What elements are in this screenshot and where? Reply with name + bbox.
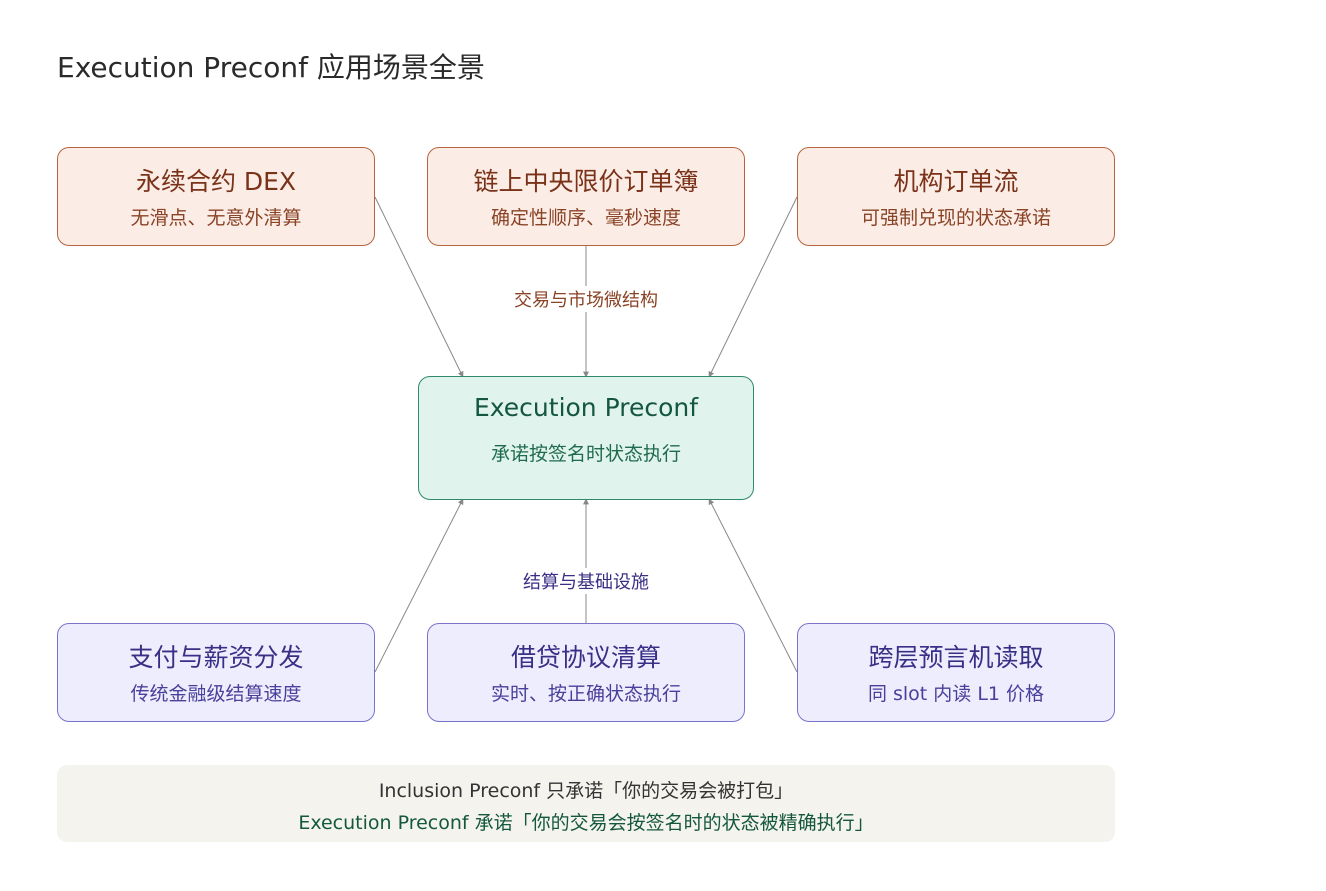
node-onchain-clob: 链上中央限价订单簿 确定性顺序、毫秒速度 bbox=[427, 147, 745, 246]
node-lending-liquidation: 借贷协议清算 实时、按正确状态执行 bbox=[427, 623, 745, 722]
group-label-settlement: 结算与基础设施 bbox=[521, 568, 651, 594]
node-title: 机构订单流 bbox=[893, 167, 1019, 196]
node-subtitle: 确定性顺序、毫秒速度 bbox=[490, 207, 681, 229]
node-subtitle: 可强制兑现的状态承诺 bbox=[860, 207, 1051, 229]
node-subtitle: 无滑点、无意外清算 bbox=[130, 207, 302, 229]
node-institutional-flow: 机构订单流 可强制兑现的状态承诺 bbox=[797, 147, 1115, 246]
group-label-trading: 交易与市场微结构 bbox=[512, 286, 660, 312]
center-subtitle: 承诺按签名时状态执行 bbox=[490, 443, 681, 465]
node-subtitle: 实时、按正确状态执行 bbox=[490, 683, 681, 705]
note-inclusion: Inclusion Preconf 只承诺「你的交易会被打包」 bbox=[378, 780, 794, 802]
node-title: 链上中央限价订单簿 bbox=[473, 167, 699, 196]
connector-perp-dex bbox=[374, 196, 464, 378]
node-title: 借贷协议清算 bbox=[510, 643, 661, 672]
node-title: 支付与薪资分发 bbox=[128, 643, 304, 672]
node-subtitle: 同 slot 内读 L1 价格 bbox=[867, 683, 1045, 705]
node-execution-preconf: Execution Preconf 承诺按签名时状态执行 bbox=[418, 376, 754, 500]
connector-institutional bbox=[708, 196, 798, 378]
node-subtitle: 传统金融级结算速度 bbox=[130, 683, 302, 705]
connector-payments bbox=[374, 498, 464, 673]
center-title: Execution Preconf bbox=[473, 393, 699, 422]
node-title: 跨层预言机读取 bbox=[868, 643, 1044, 672]
connector-oracle bbox=[708, 498, 798, 673]
node-payments: 支付与薪资分发 传统金融级结算速度 bbox=[57, 623, 375, 722]
node-title: 永续合约 DEX bbox=[135, 167, 297, 196]
comparison-note: Inclusion Preconf 只承诺「你的交易会被打包」 Executio… bbox=[57, 765, 1115, 842]
note-execution: Execution Preconf 承诺「你的交易会按签名时的状态被精确执行」 bbox=[298, 812, 874, 834]
page-title: Execution Preconf 应用场景全景 bbox=[57, 51, 485, 84]
node-perp-dex: 永续合约 DEX 无滑点、无意外清算 bbox=[57, 147, 375, 246]
node-cross-layer-oracle: 跨层预言机读取 同 slot 内读 L1 价格 bbox=[797, 623, 1115, 722]
